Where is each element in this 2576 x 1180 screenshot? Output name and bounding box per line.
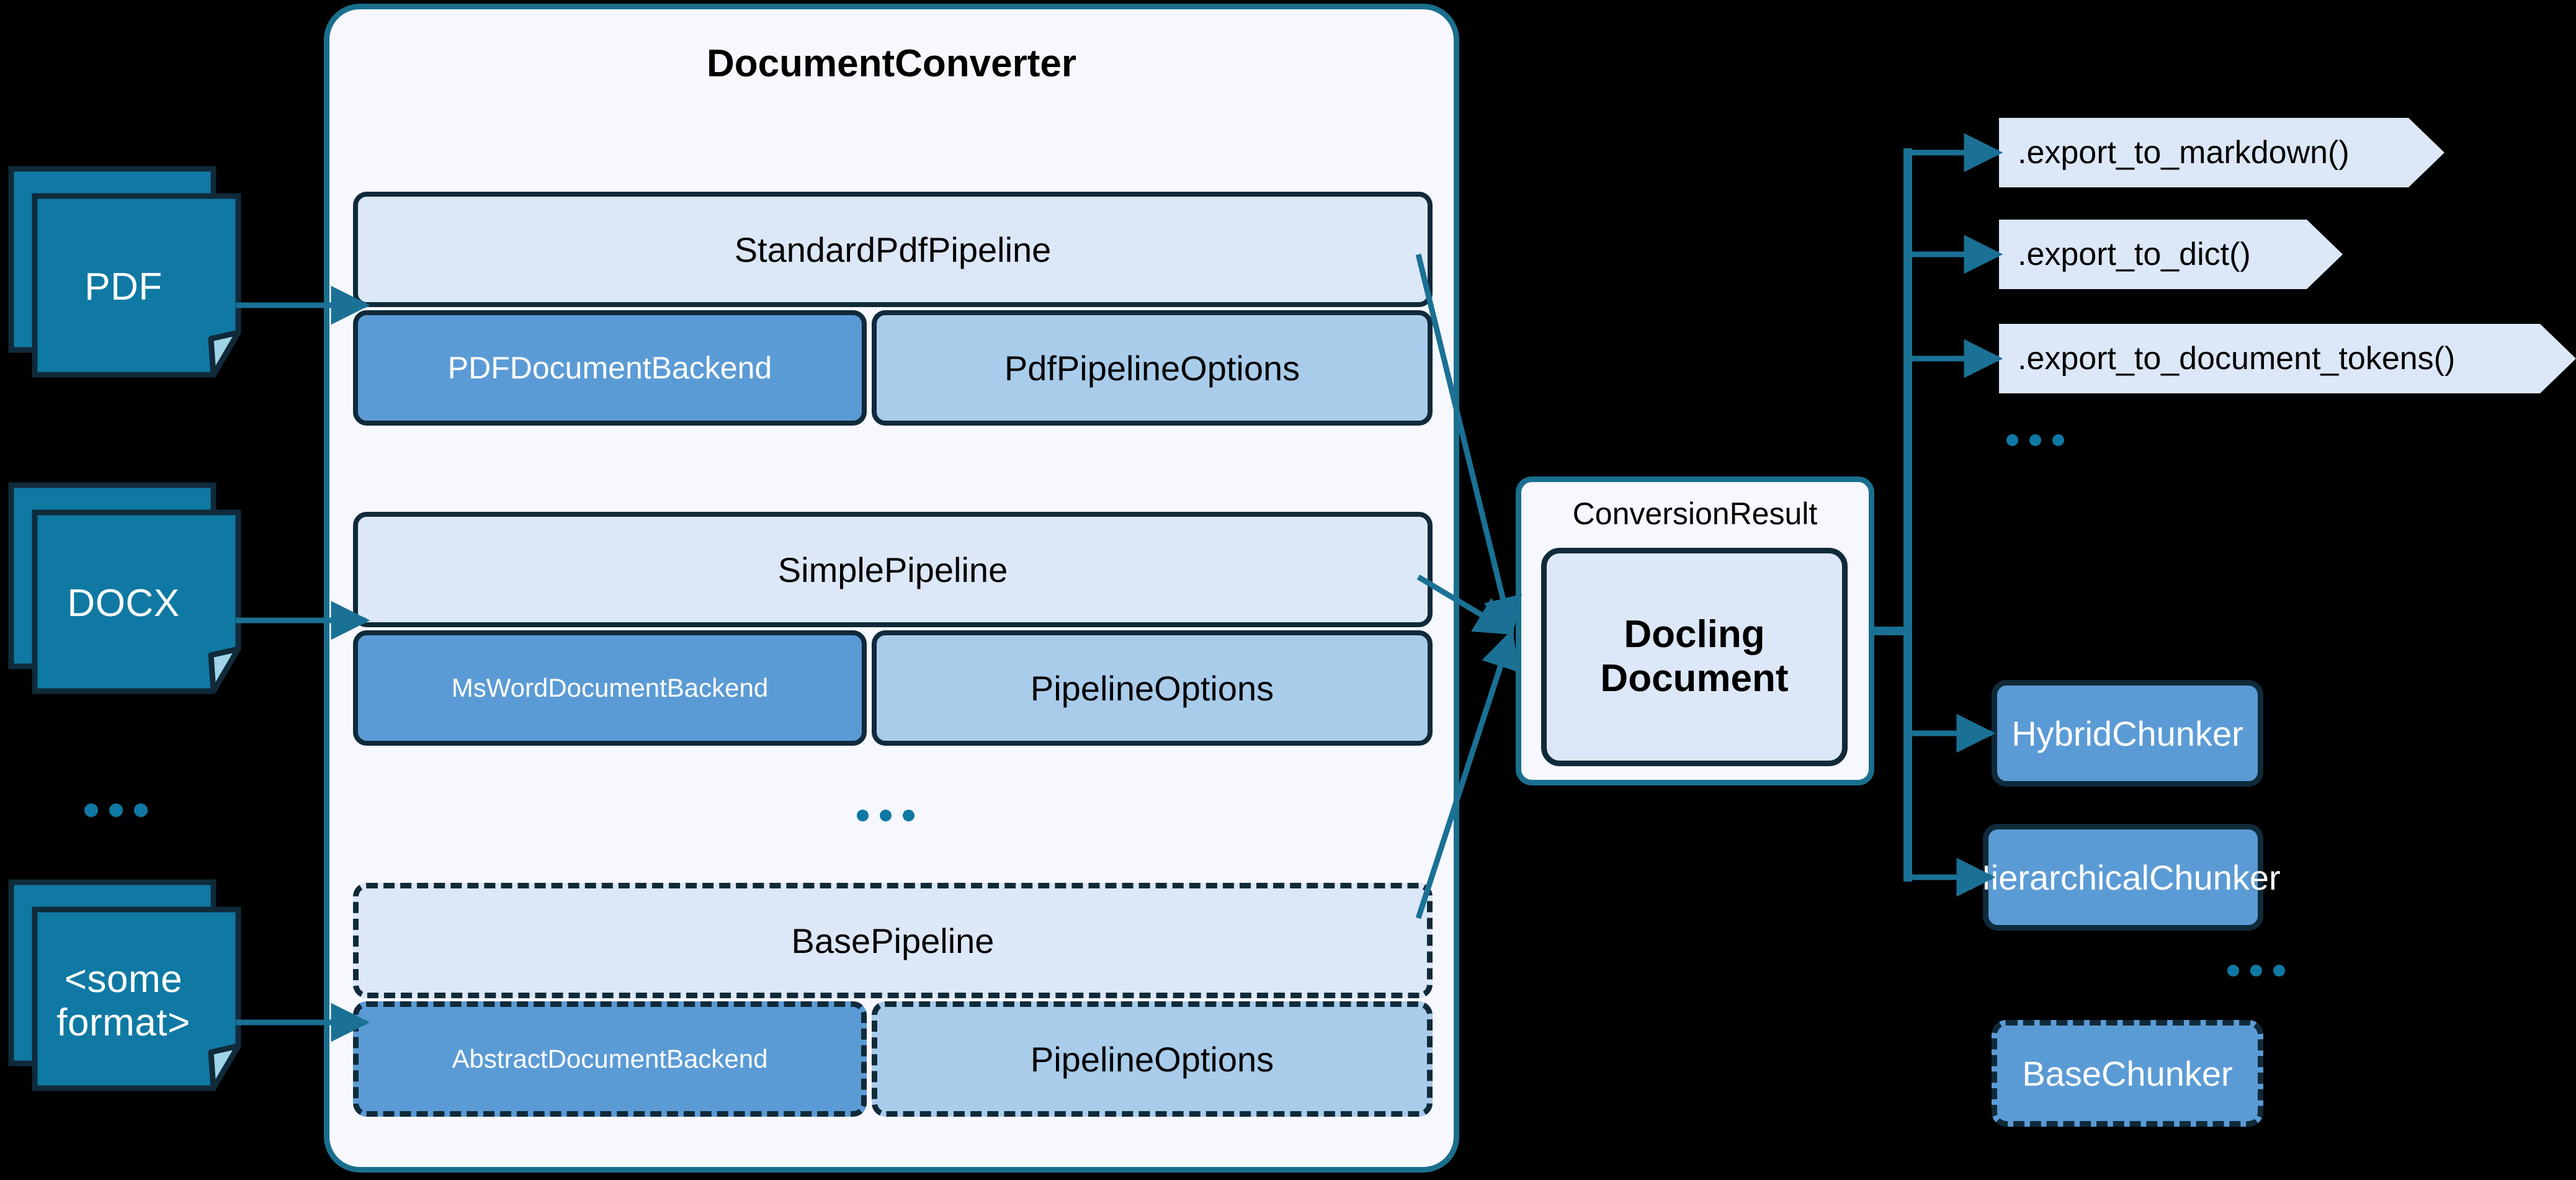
- edge-result-trunk: [1870, 148, 1912, 882]
- pipelines-more-ellipsis: [857, 810, 915, 821]
- export-callout-document-tokens[interactable]: .export_to_document_tokens(): [1999, 324, 2576, 393]
- conversion-result-box: ConversionResult Docling Document: [1516, 476, 1874, 785]
- backend-msworddocumentbackend[interactable]: MsWordDocumentBackend: [353, 630, 867, 746]
- chunker-hierarchicalchunker[interactable]: HierarchicalChunker: [1966, 824, 2281, 931]
- backend-abstractdocumentbackend[interactable]: AbstractDocumentBackend: [353, 1001, 867, 1117]
- inputs-more-ellipsis: [84, 803, 148, 817]
- chunker-basechunker[interactable]: BaseChunker: [1992, 1020, 2263, 1127]
- input-document-other[interactable]: <some format>: [8, 879, 241, 1091]
- document-converter-panel: DocumentConverter StandardPdfPipeline PD…: [324, 4, 1459, 1173]
- pipeline-name-simplepipeline: SimplePipeline: [353, 512, 1433, 627]
- pipeline-name-basepipeline: BasePipeline: [353, 883, 1433, 998]
- input-document-pdf[interactable]: PDF: [8, 166, 241, 378]
- pipeline-name-standardpdfpipeline: StandardPdfPipeline: [353, 192, 1433, 307]
- input-document-docx[interactable]: DOCX: [8, 482, 241, 694]
- pipeline-standardpdfpipeline[interactable]: StandardPdfPipeline PDFDocumentBackend P…: [353, 192, 1433, 426]
- options-pipelineoptions-simple[interactable]: PipelineOptions: [872, 630, 1433, 746]
- options-pipelineoptions-base[interactable]: PipelineOptions: [872, 1001, 1433, 1117]
- options-pdfpipelineoptions[interactable]: PdfPipelineOptions: [872, 310, 1433, 426]
- chunkers-more-ellipsis: [2227, 965, 2285, 977]
- export-callout-markdown[interactable]: .export_to_markdown(): [1999, 118, 2444, 187]
- pipeline-simplepipeline[interactable]: SimplePipeline MsWordDocumentBackend Pip…: [353, 512, 1433, 746]
- backend-pdfdocumentbackend[interactable]: PDFDocumentBackend: [353, 310, 867, 426]
- docling-document-line1: Docling: [1624, 613, 1765, 656]
- document-converter-title: DocumentConverter: [707, 42, 1076, 85]
- docling-document-box[interactable]: Docling Document: [1541, 548, 1848, 766]
- chunker-hybridchunker[interactable]: HybridChunker: [1992, 680, 2263, 787]
- docling-document-line2: Document: [1600, 657, 1789, 700]
- exports-more-ellipsis: [2006, 434, 2064, 446]
- pipeline-basepipeline[interactable]: BasePipeline AbstractDocumentBackend Pip…: [353, 883, 1433, 1117]
- conversion-result-label: ConversionResult: [1572, 496, 1818, 531]
- export-callout-dict[interactable]: .export_to_dict(): [1999, 220, 2343, 289]
